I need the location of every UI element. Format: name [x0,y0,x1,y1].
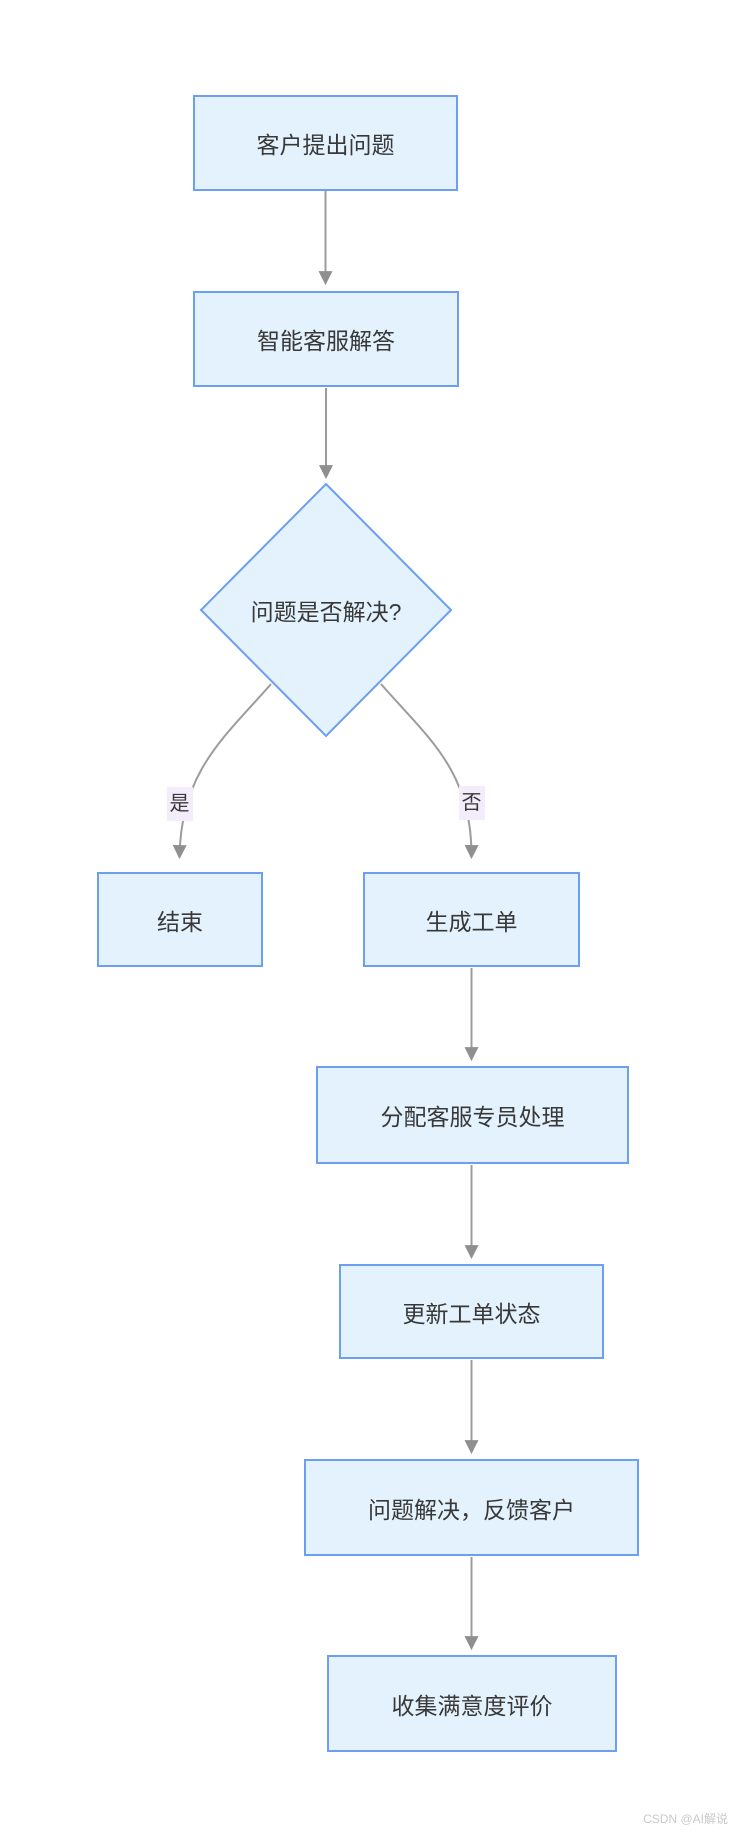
edge-issue-resolved-yes-to-end [172,683,272,860]
edge-issue-resolved-no-to-create-ticket [380,683,479,860]
node-ai-answer: 智能客服解答 [193,291,459,387]
edge-label-yes: 是 [166,787,193,821]
edge-label-no: 否 [458,786,485,820]
node-update-ticket: 更新工单状态 [339,1264,604,1359]
node-create-ticket: 生成工单 [363,872,580,967]
node-issue-resolved-label: 问题是否解决? [250,599,402,625]
node-collect-satisfaction: 收集满意度评价 [327,1655,617,1752]
csdn-watermark: CSDN @AI解说 [643,1812,728,1826]
node-assign-agent: 分配客服专员处理 [316,1066,629,1164]
decision-diamond-issue-resolved [199,482,453,738]
node-customer-question: 客户提出问题 [193,95,458,191]
node-feedback-customer: 问题解决，反馈客户 [304,1459,639,1556]
node-end: 结束 [97,872,263,967]
